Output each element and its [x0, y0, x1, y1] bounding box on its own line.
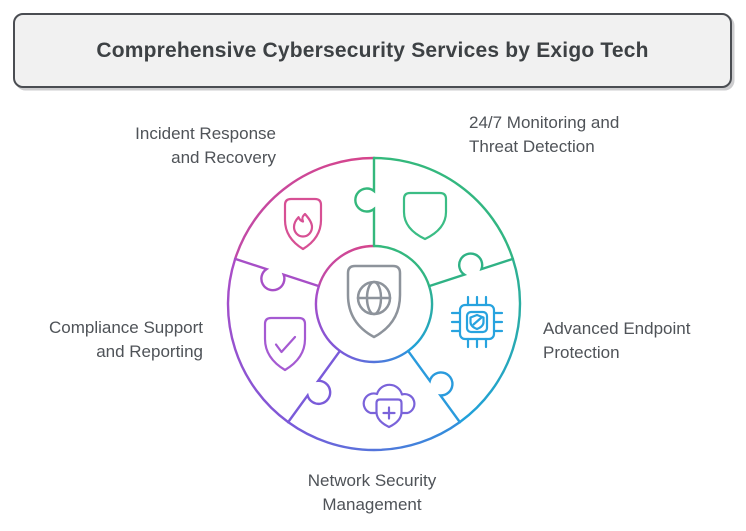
- title-box: Comprehensive Cybersecurity Services by …: [13, 13, 732, 88]
- segment-outer-arc-incident: [233, 156, 376, 261]
- puzzle-boundary-18: [427, 252, 515, 288]
- chip-shield-icon: [450, 295, 504, 349]
- segment-outer-arc-monitoring: [372, 156, 515, 261]
- wheel-rings: [226, 156, 522, 452]
- label-line: Network Security: [307, 471, 437, 490]
- hub-arc-monitoring: [372, 244, 431, 288]
- hub-arc-compliance: [314, 284, 342, 353]
- label-line: Advanced Endpoint: [543, 319, 691, 338]
- label-network: Network Security Management: [260, 469, 484, 516]
- puzzle-boundary-90: [354, 156, 376, 248]
- label-line: Incident Response: [135, 124, 276, 143]
- label-line: Threat Detection: [469, 136, 595, 156]
- label-line: 24/7 Monitoring and: [469, 113, 620, 132]
- segment-outer-arc-endpoint: [458, 257, 522, 424]
- globe-shield-icon: [346, 264, 402, 339]
- label-line: Compliance Support: [48, 318, 203, 337]
- shield-icon: [402, 191, 448, 241]
- hub-arc-network: [338, 349, 410, 364]
- segment-outer-arc-compliance: [226, 257, 290, 424]
- puzzle-boundary-234: [286, 349, 342, 424]
- check-shield-icon: [263, 316, 307, 372]
- segment-outer-arc-network: [286, 420, 462, 452]
- label-line: and Reporting: [96, 341, 203, 361]
- label-line: Protection: [543, 342, 620, 362]
- label-line: Management: [322, 494, 422, 514]
- hub-arc-incident: [317, 244, 376, 288]
- label-line: and Recovery: [171, 147, 276, 167]
- label-monitoring: 24/7 Monitoring and Threat Detection: [469, 111, 699, 158]
- label-compliance: Compliance Support and Reporting: [0, 316, 203, 363]
- flame-shield-icon: [283, 197, 323, 251]
- page-title: Comprehensive Cybersecurity Services by …: [96, 38, 649, 62]
- hub-arc-endpoint: [406, 284, 434, 353]
- puzzle-boundary-162: [233, 257, 321, 292]
- label-incident-response: Incident Response and Recovery: [46, 122, 276, 169]
- label-endpoint: Advanced Endpoint Protection: [543, 317, 746, 364]
- cloud-shield-plus-icon: [362, 383, 416, 429]
- puzzle-boundary-306: [406, 349, 462, 424]
